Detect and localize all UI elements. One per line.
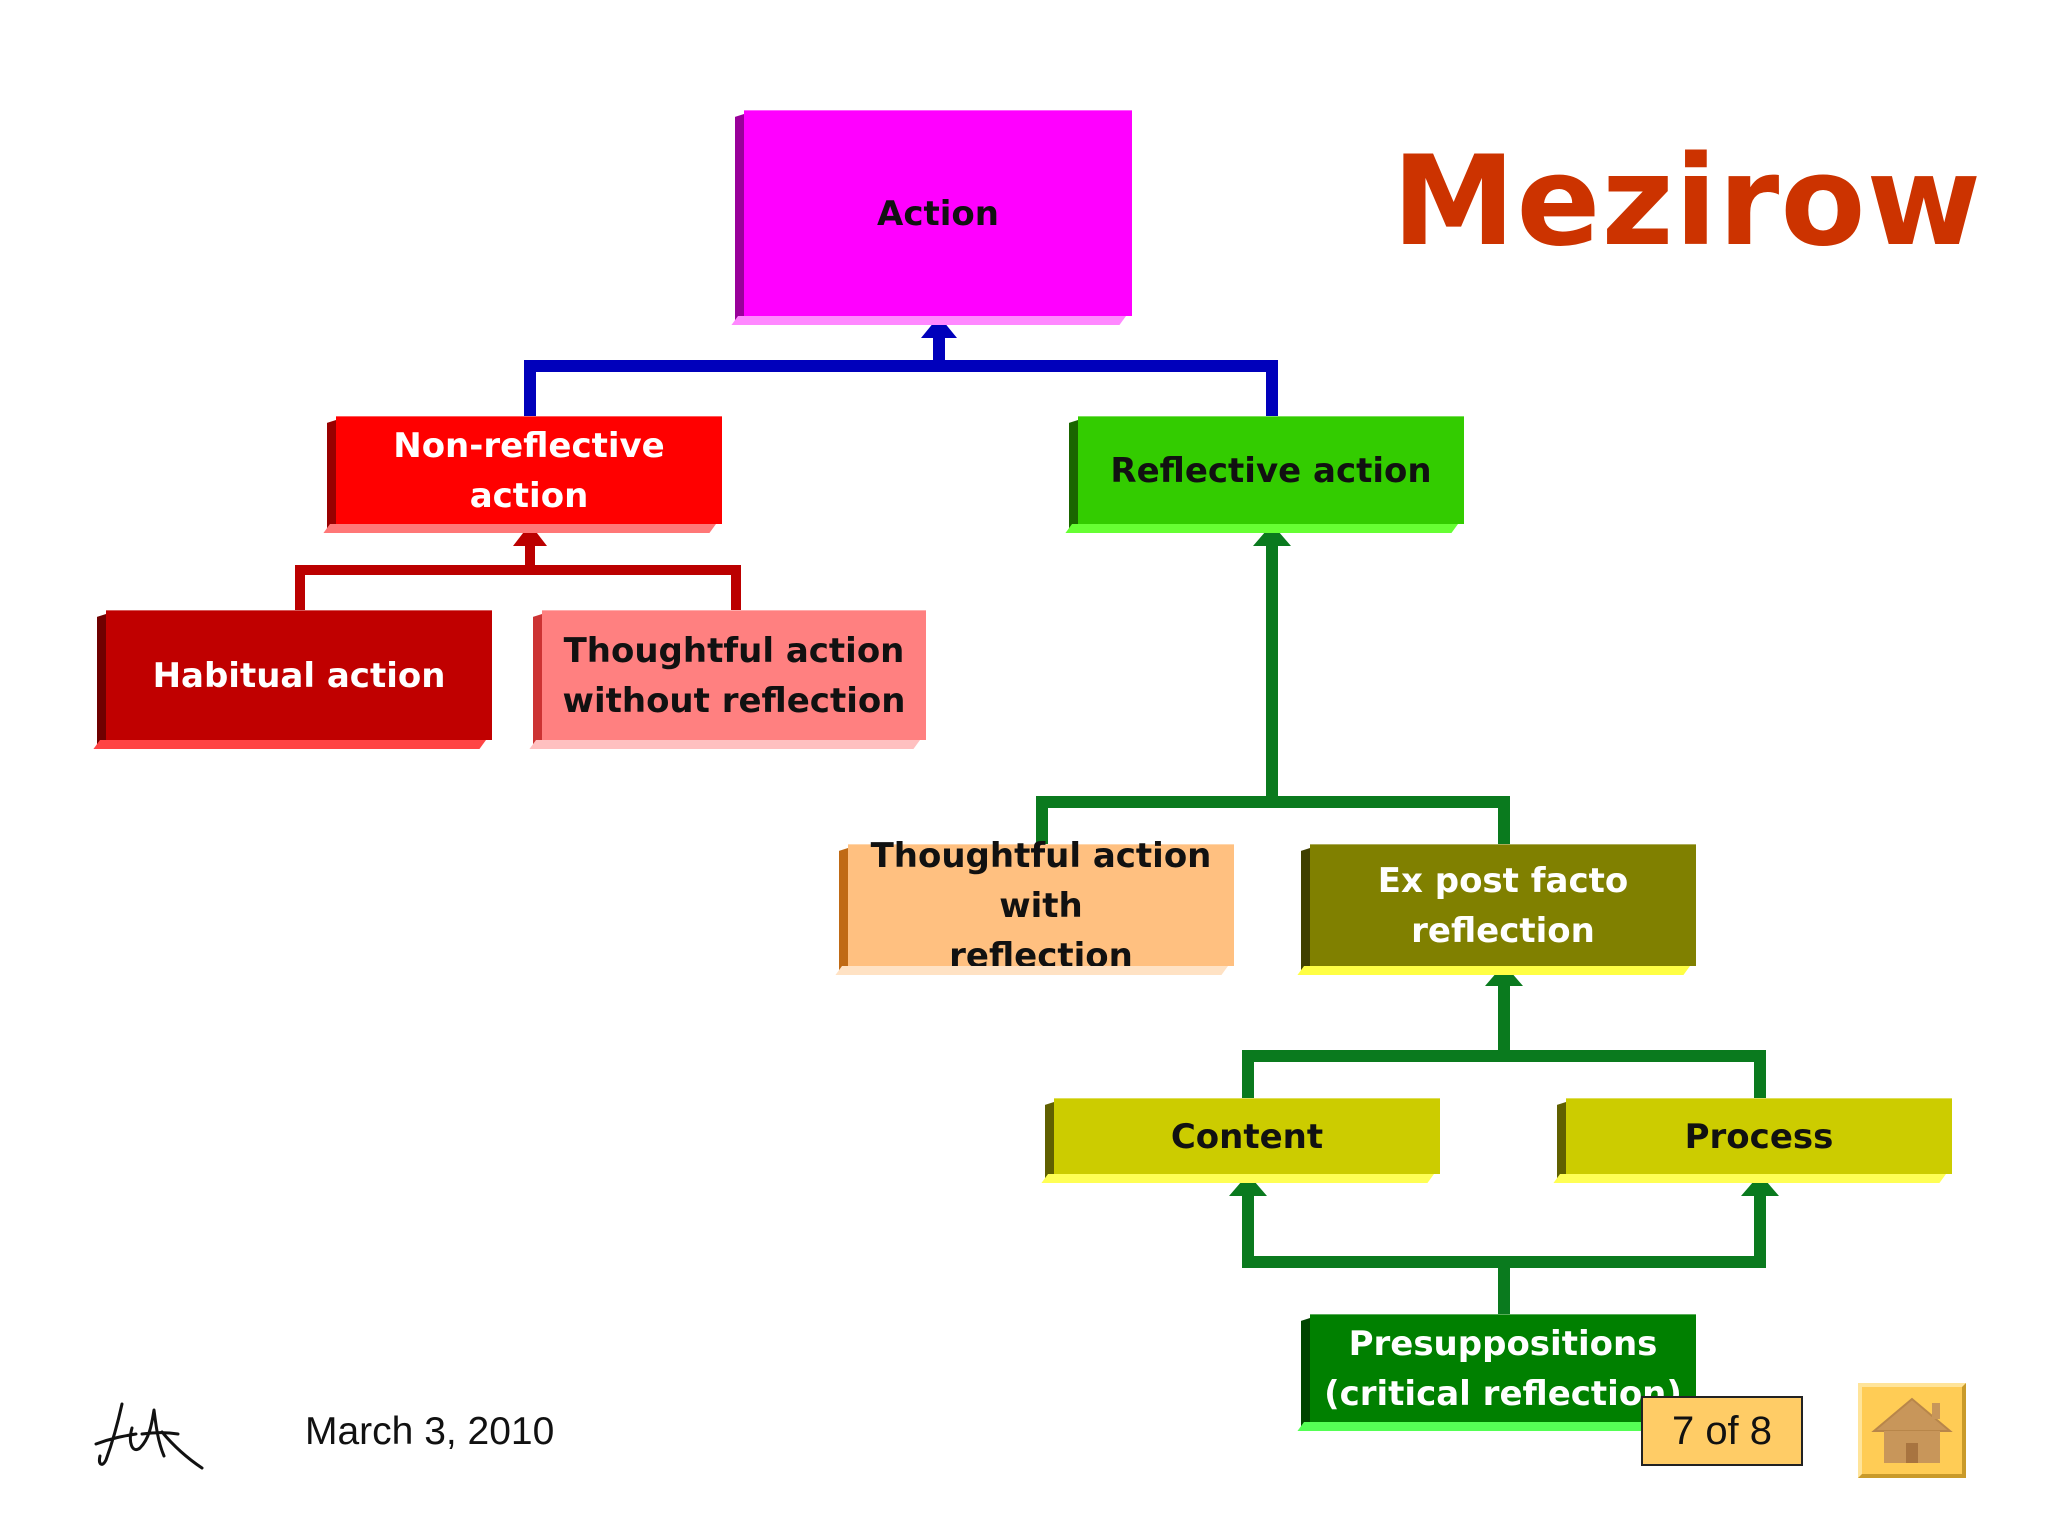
- box-non-reflective-action: Non-reflective action: [336, 416, 722, 524]
- arrowhead-non-reflective: [513, 524, 547, 546]
- box-reflective-action: Reflective action: [1078, 416, 1464, 524]
- arrowhead-content: [1229, 1174, 1267, 1196]
- connector-action: [524, 338, 1278, 418]
- arrowhead-reflective: [1253, 524, 1291, 546]
- box-ex-post-facto-reflection: Ex post facto reflection: [1310, 844, 1696, 966]
- connector-reflective: [1036, 546, 1510, 844]
- box-presuppositions: Presuppositions (critical reflection): [1310, 1314, 1696, 1422]
- signature-mark: [94, 1402, 204, 1470]
- arrowhead-ex-post-facto: [1485, 964, 1523, 986]
- box-content: Content: [1054, 1098, 1440, 1174]
- page-indicator: 7 of 8: [1641, 1396, 1803, 1466]
- slide-title: Mezirow: [1392, 130, 1983, 274]
- arrowhead-process: [1741, 1174, 1779, 1196]
- home-icon: [1871, 1397, 1953, 1463]
- slide-date: March 3, 2010: [305, 1410, 555, 1453]
- connector-ex-post-facto: [1242, 986, 1766, 1098]
- box-action: Action: [744, 110, 1132, 316]
- arrowhead-action: [921, 316, 957, 338]
- connector-non-reflective: [295, 546, 741, 610]
- home-button[interactable]: [1858, 1383, 1966, 1478]
- box-thoughtful-with-reflection: Thoughtful action with reflection: [848, 836, 1234, 976]
- connector-presuppositions: [1242, 1196, 1766, 1314]
- box-habitual-action: Habitual action: [106, 610, 492, 740]
- box-process: Process: [1566, 1098, 1952, 1174]
- box-thoughtful-without-reflection: Thoughtful action without reflection: [542, 610, 926, 740]
